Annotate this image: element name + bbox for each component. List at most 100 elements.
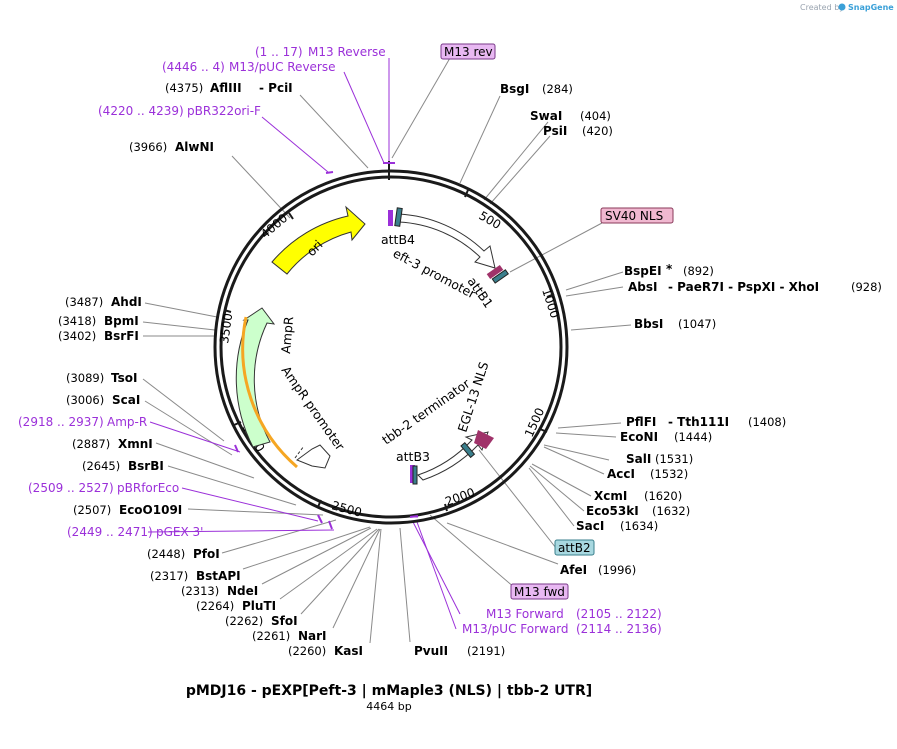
attb1-marker — [491, 269, 509, 284]
ampr-label: AmpR — [278, 315, 296, 354]
tick-500: 500 — [477, 208, 504, 232]
leader-scai — [144, 400, 233, 456]
sv40-label: SV40 NLS — [605, 209, 663, 223]
site-name: AflIII — [210, 81, 242, 95]
site-pos: (4375) — [165, 81, 203, 95]
site-name: PflFI — [626, 415, 656, 429]
site-pos: (2191) — [467, 644, 505, 658]
primer-range: (1 .. 17) — [255, 45, 303, 59]
leader-bstapi — [242, 526, 371, 570]
leader-bbsi — [570, 324, 632, 331]
attb3-marker — [412, 465, 418, 485]
pbrforeco-mark — [317, 514, 323, 524]
site-pos: (404) — [580, 109, 611, 123]
site-pos: (1408) — [748, 415, 786, 429]
site-extra: - PaeR7I - PspXI - XhoI — [668, 280, 819, 294]
leader-pbr322ori — [261, 116, 329, 173]
site-name: BsrFI — [104, 329, 139, 343]
site-pos: (1620) — [644, 489, 682, 503]
primer-range: (4220 .. 4239) — [98, 104, 184, 118]
leader-psii — [489, 135, 551, 205]
m13fwd-box — [510, 583, 569, 600]
site-name: SalI — [626, 452, 651, 466]
site-pos: (2317) — [150, 569, 188, 583]
site-pos: (2260) — [288, 644, 326, 658]
site-name: BsgI — [500, 82, 529, 96]
leader-m13rev-box — [391, 57, 451, 159]
site-extra: - PciI — [259, 81, 293, 95]
site-pos: (3487) — [65, 295, 103, 309]
primer-name: M13/pUC Forward — [462, 622, 569, 636]
primer-name: Amp-R — [107, 415, 147, 429]
site-name: EcoO109I — [119, 503, 182, 517]
leader-pvuii — [399, 527, 411, 643]
leader-pfoi — [221, 519, 337, 554]
site-name: XcmI — [594, 489, 627, 503]
primer-name: M13 Reverse — [308, 45, 386, 59]
snapgene-brand: SnapGene — [848, 3, 894, 12]
site-name: BstAPI — [196, 569, 241, 583]
egl13-label: EGL-13 NLS — [455, 360, 492, 434]
primer-leaders — [147, 58, 461, 630]
ampr-arrow — [235, 307, 276, 448]
site-name: PfoI — [193, 547, 220, 561]
ampr-promoter-label: AmpR promoter — [279, 363, 349, 454]
leader-bsgi — [459, 95, 501, 184]
leader-sfoi — [300, 528, 380, 615]
site-pos: (3402) — [58, 329, 96, 343]
leader-attb2-box — [478, 449, 557, 549]
ampr-promoter-arrow — [295, 444, 331, 469]
leader-eco0109i — [187, 508, 324, 516]
site-name: AlwNI — [175, 140, 214, 154]
tick-2000: 2000 — [443, 485, 476, 509]
site-name: BsrBI — [128, 459, 164, 473]
leader-pbrforeco — [181, 487, 319, 522]
leader-afei — [446, 522, 559, 565]
plasmid-title: pMDJ16 - pEXP[Peft-3 | mMaple3 (NLS) | t… — [186, 683, 592, 699]
site-pos: (3089) — [66, 371, 104, 385]
leader-kasi — [369, 528, 382, 644]
leader-eco53ki — [529, 465, 585, 512]
eft3-label: eft-3 promoter — [391, 245, 479, 301]
site-name: XmnI — [118, 437, 153, 451]
leader-m13-forward — [412, 521, 461, 615]
tick-3500: 3500 — [217, 312, 235, 344]
ori-arrow — [271, 205, 366, 275]
primer-name: M13/pUC Reverse — [229, 60, 336, 74]
site-name: SfoI — [271, 614, 298, 628]
primer-name: pBRforEco — [117, 481, 179, 495]
attb2-box — [554, 539, 595, 556]
site-pos: (892) — [683, 264, 714, 278]
site-pos: (2313) — [181, 584, 219, 598]
m13rev-label: M13 rev — [444, 45, 493, 59]
primer-range: (2509 .. 2527) — [28, 481, 114, 495]
attb4-marker — [394, 207, 403, 227]
leader-sali — [543, 444, 610, 461]
site-star: * — [666, 262, 673, 276]
leader-ndei — [261, 527, 372, 585]
site-extra: - Tth111I — [668, 415, 729, 429]
leader-nari — [332, 528, 381, 629]
site-name: AfeI — [560, 563, 587, 577]
site-name: AhdI — [111, 295, 142, 309]
site-pos: (1532) — [650, 467, 688, 481]
primer-name: pBR322ori-F — [187, 104, 261, 118]
m13-forward-mark — [409, 515, 419, 518]
site-pos: (1634) — [620, 519, 658, 533]
leader-bpmi — [142, 321, 216, 331]
site-name: BpmI — [104, 314, 139, 328]
site-name: AbsI — [628, 280, 657, 294]
site-pos: (1996) — [598, 563, 636, 577]
site-name: EcoNI — [620, 430, 658, 444]
site-pos: (1047) — [678, 317, 716, 331]
site-name: PluTI — [242, 599, 276, 613]
site-pos: (3418) — [58, 314, 96, 328]
ampr-promoter-boundary — [294, 445, 305, 459]
leader-ahdi — [144, 302, 218, 318]
attb4-primer-mark — [388, 210, 393, 226]
site-pos: (2887) — [72, 437, 110, 451]
site-name: NarI — [298, 629, 327, 643]
site-name: ScaI — [112, 393, 140, 407]
plasmid-length: 4464 bp — [366, 700, 411, 713]
